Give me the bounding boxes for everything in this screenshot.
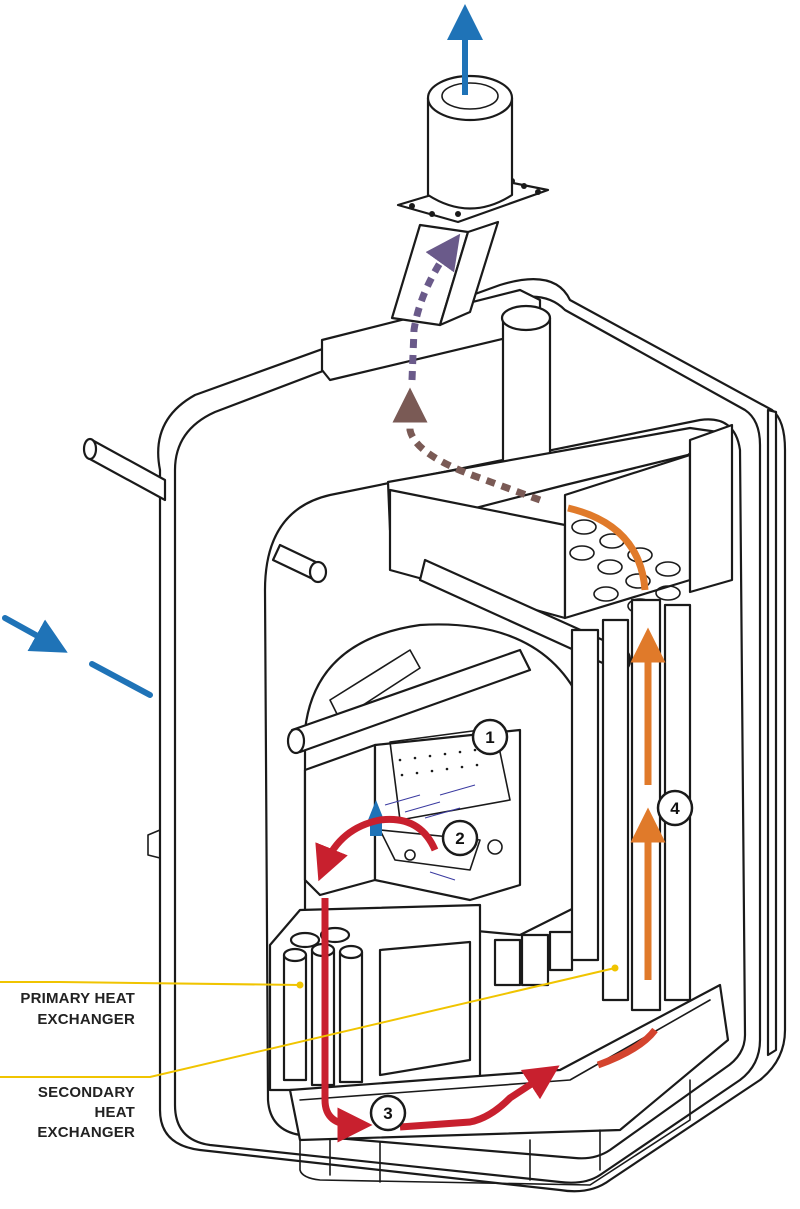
hot-gas-arrow-primary	[321, 898, 373, 1143]
plate-bolt	[535, 189, 541, 195]
marker-1-label: 1	[485, 728, 494, 747]
plate-bolt	[429, 211, 435, 217]
cross-pipe-left-end	[308, 560, 328, 584]
chimney-bore	[441, 82, 499, 110]
casing-tab	[147, 829, 161, 859]
secondary-heat-exchanger	[570, 598, 692, 1012]
primary-hx-plate	[378, 940, 472, 1077]
flue-duct-right	[438, 220, 500, 327]
plate-bolt	[409, 203, 415, 209]
marker-3: 3	[369, 1094, 407, 1132]
collector-end-plate	[688, 423, 734, 594]
gas-arrow-transition	[596, 1027, 658, 1069]
primary-label-line2: EXCHANGER	[37, 1011, 135, 1028]
burner-pipe-end	[286, 727, 306, 755]
casing-side-strip	[766, 408, 778, 1057]
supply-pipe	[500, 304, 552, 474]
flue-gas-dashed-arrow	[392, 387, 542, 504]
hot-gas-arrow-burner	[315, 815, 439, 882]
supply-pipe-body	[501, 316, 552, 474]
marker-1: 1	[471, 718, 509, 756]
flow-arrows	[2, 4, 666, 1143]
combustion-chamber	[286, 623, 582, 937]
plate-bolt	[521, 183, 527, 189]
label-secondary-heat-exchanger: SECONDARY HEAT EXCHANGER	[37, 1084, 135, 1141]
tray-rim	[299, 999, 711, 1101]
return-pipe	[82, 437, 167, 502]
burner-box-left	[303, 743, 377, 897]
marker-2: 2	[441, 819, 479, 857]
burner-grid	[389, 727, 511, 821]
gas-arrow-bottom	[399, 1065, 560, 1131]
burner-igniter	[487, 839, 503, 855]
secondary-label-line2: HEAT	[94, 1104, 135, 1121]
label-primary-heat-exchanger: PRIMARY HEAT EXCHANGER	[20, 990, 135, 1028]
secondary-label-line1: SECONDARY	[38, 1084, 135, 1101]
collector-header	[386, 423, 734, 620]
chimney-body	[426, 96, 514, 210]
return-pipe-body	[86, 438, 167, 502]
flue-gas-rising-arrow	[408, 233, 461, 381]
burner-valve	[404, 849, 416, 861]
gas-inlet-flame	[368, 800, 384, 820]
marker-3-label: 3	[383, 1104, 392, 1123]
primary-callout-dot	[296, 981, 304, 989]
primary-callout-line	[0, 981, 301, 986]
primary-label-line1: PRIMARY HEAT	[20, 990, 135, 1007]
flue-assembly	[390, 74, 550, 327]
return-pipe-end	[82, 437, 98, 461]
secondary-label-line3: EXCHANGER	[37, 1124, 135, 1141]
air-inlet-arrow	[2, 615, 68, 653]
marker-4-label: 4	[670, 799, 680, 818]
tray-base	[299, 1079, 691, 1186]
callouts	[0, 964, 619, 1078]
burner-box-front	[373, 728, 522, 902]
burner-jets	[384, 748, 479, 881]
supply-pipe-top	[500, 304, 552, 332]
secondary-callout-dot	[611, 964, 619, 972]
marker-2-label: 2	[455, 829, 464, 848]
secondary-callout-line	[0, 967, 616, 1078]
marker-4: 4	[656, 789, 694, 827]
warm-gas-arrow-collector	[567, 504, 649, 591]
plate-bolt	[455, 211, 461, 217]
air-inlet-line	[89, 661, 153, 698]
